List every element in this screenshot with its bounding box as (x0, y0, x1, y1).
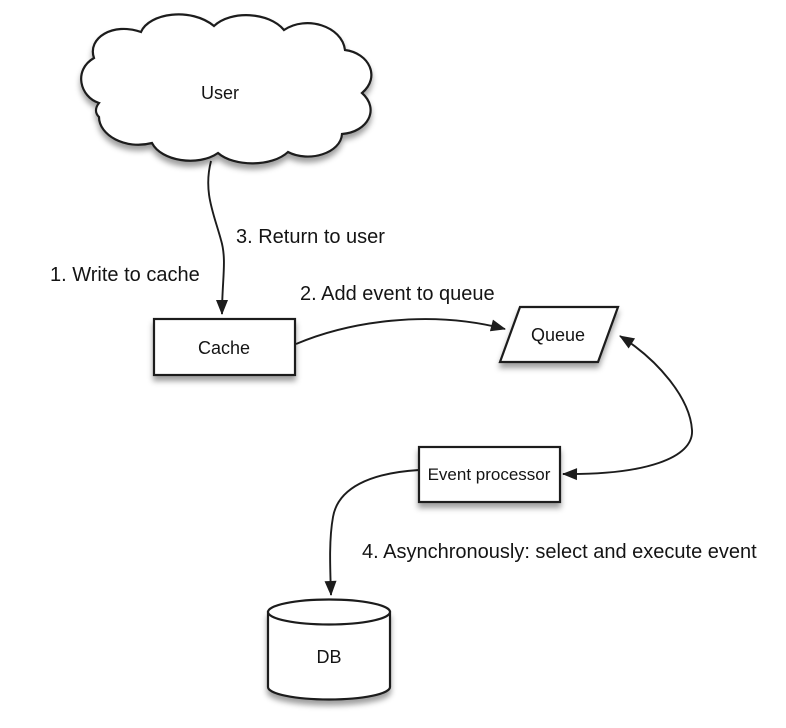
cache-box (152, 317, 297, 377)
db-label: DB (316, 647, 341, 667)
step4-label: 4. Asynchronously: select and execute ev… (362, 541, 757, 563)
user-cloud (80, 13, 373, 165)
cache-label: Cache (198, 338, 250, 358)
db-cylinder (266, 598, 392, 701)
step1-label: 1. Write to cache (50, 264, 200, 286)
event-processor-box (417, 445, 562, 504)
user-to-cache-arrow (207, 160, 229, 315)
cache-to-queue-arrow (295, 318, 506, 345)
event-processor-to-db-arrow (324, 469, 420, 596)
db-cylinder-top (266, 598, 392, 626)
db-cylinder-body (266, 610, 392, 701)
step2-label: 2. Add event to queue (300, 283, 495, 305)
queue-label: Queue (531, 325, 585, 345)
queue-event-processor-double-arrow (562, 335, 693, 481)
step3-label: 3. Return to user (236, 226, 385, 248)
event-processor-label: Event processor (428, 465, 551, 484)
user-label: User (201, 83, 239, 103)
queue-parallelogram (498, 305, 620, 364)
